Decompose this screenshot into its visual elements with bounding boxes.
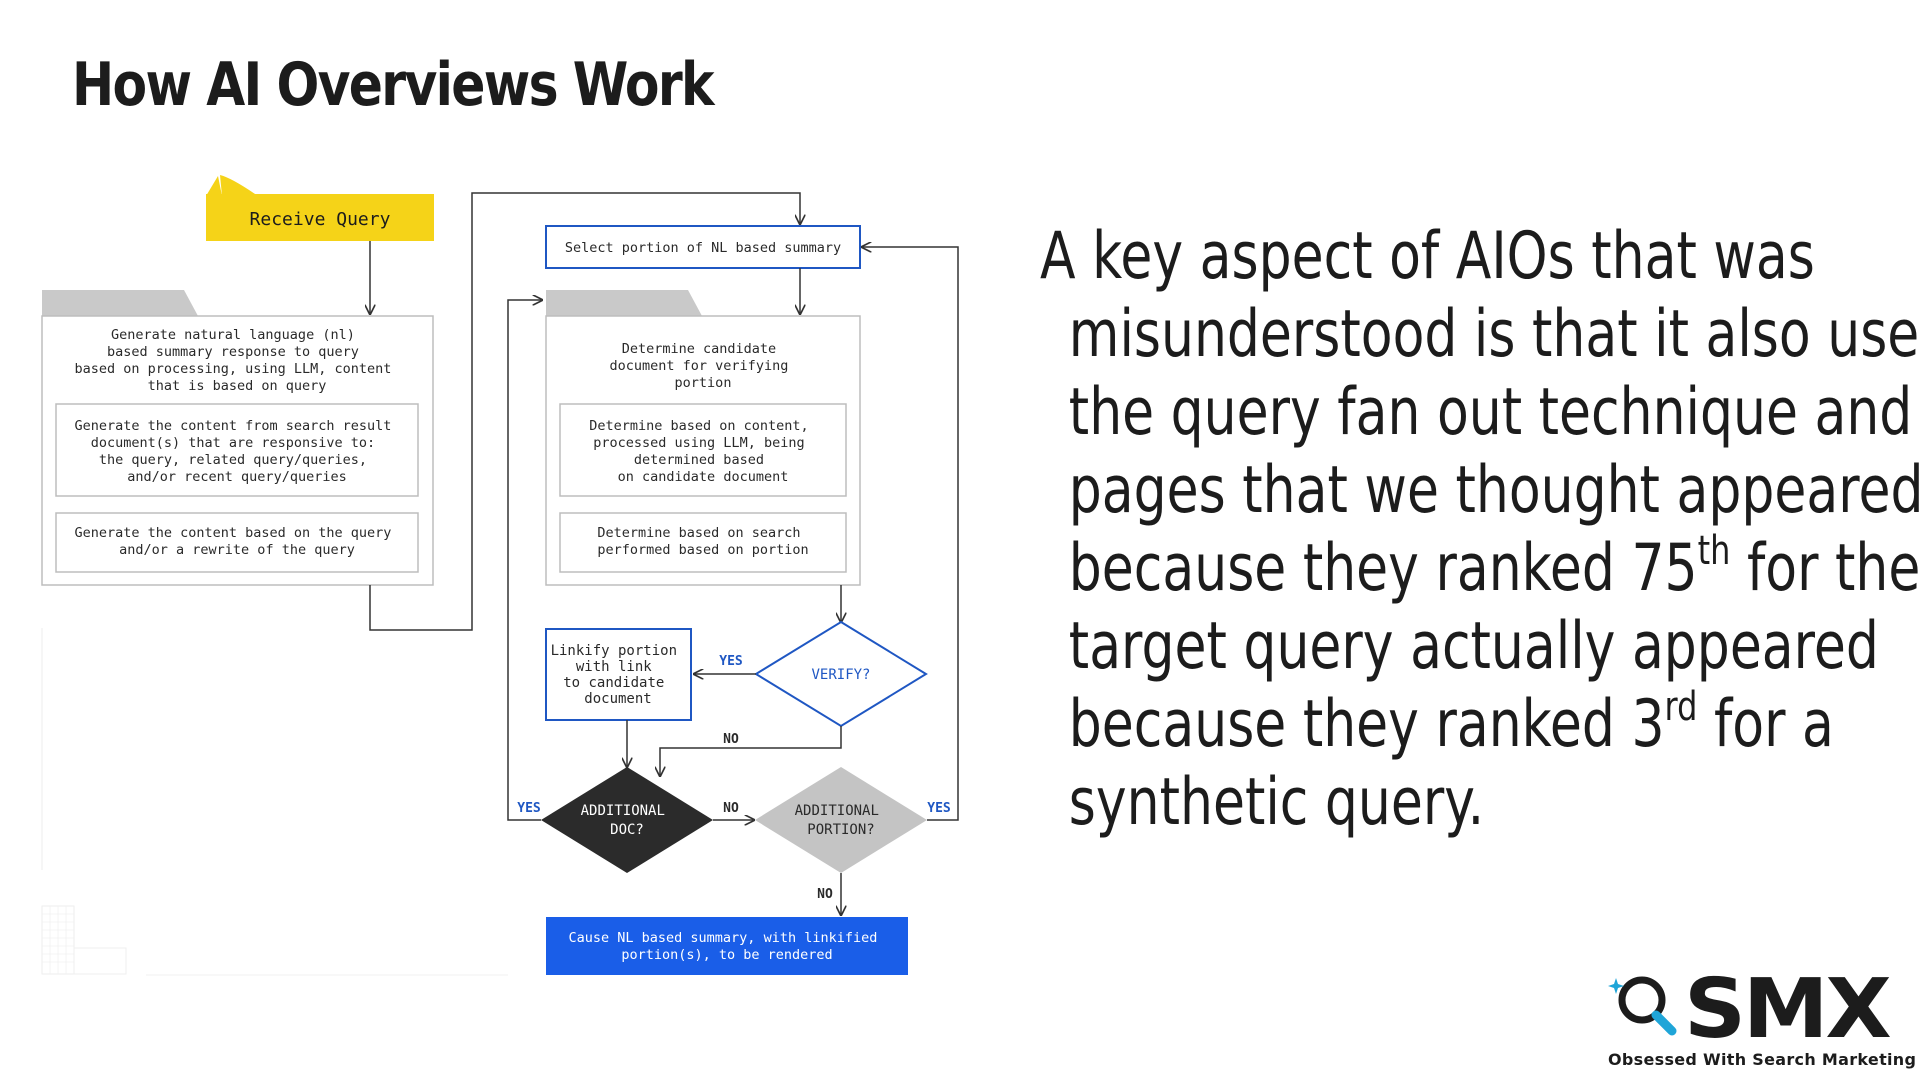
body-text-segment: for the <box>1730 531 1920 606</box>
render-summary-node: Cause NL based summary, with linkified p… <box>546 917 908 975</box>
svg-text:Linkify portion with lin: Linkify portion with link to candidate d… <box>551 643 686 707</box>
right-box-line: Determine candidate <box>622 341 776 357</box>
body-text-segment: because they ranked 75 <box>1068 531 1698 606</box>
body-line: the query fan out technique and <box>1068 375 1913 450</box>
logo-wordmark: SMX <box>1684 962 1892 1057</box>
verify-no-label: NO <box>723 732 739 747</box>
body-paragraph: A key aspect of AIOs that was misunderst… <box>1040 218 1920 842</box>
right-sub1-line: determined based <box>634 452 764 468</box>
svg-text:ADDITIONAL DOC?: ADDITIONAL DOC? <box>581 803 674 838</box>
left-box-line: based on processing, using LLM, content <box>74 361 391 377</box>
additional-doc-yes-label: YES <box>517 801 541 816</box>
right-sub2-line: Determine based on search <box>597 525 800 541</box>
select-portion-label: Select portion of NL based summary <box>565 240 841 256</box>
body-line: pages that we thought appeared <box>1068 453 1920 528</box>
left-sub1-line: and/or recent query/queries <box>127 469 346 485</box>
svg-text:Generate the content from sear: Generate the content from search result … <box>74 418 399 485</box>
receive-query-node: Receive Query <box>206 175 434 241</box>
additional-doc-decision: ADDITIONAL DOC? <box>541 767 713 873</box>
generate-summary-node: Generate natural language (nl) based sum… <box>41 290 434 586</box>
svg-text:ADDITIONAL PORTION?: ADDITIONAL PORTION? <box>795 803 888 838</box>
body-line: target query actually appeared <box>1068 609 1879 684</box>
linkify-node: Linkify portion with link to candidate d… <box>545 628 692 721</box>
left-box-line: Generate natural language (nl) <box>111 327 355 343</box>
svg-text:Determine based on search: Determine based on search performed base… <box>597 525 808 558</box>
flowchart-diagram: Receive Query Generate natural language … <box>41 175 959 976</box>
svg-text:Generate natural language (nl): Generate natural language (nl) based sum… <box>74 327 399 394</box>
additional-doc-line: ADDITIONAL <box>581 803 665 819</box>
additional-portion-decision: ADDITIONAL PORTION? <box>755 767 927 873</box>
left-sub1-line: document(s) that are responsive to: <box>91 435 375 451</box>
linkify-line: with link <box>576 659 652 675</box>
svg-text:Generate the content based on: Generate the content based on the query … <box>74 525 399 558</box>
right-box-line: document for verifying <box>610 358 789 374</box>
svg-text:Determine based on content,: Determine based on content, processed us… <box>589 418 817 485</box>
final-box-line: Cause NL based summary, with linkified <box>569 930 878 946</box>
svg-text:Cause NL based summary, with l: Cause NL based summary, with linkified p… <box>569 930 886 963</box>
smx-logo: SMX Obsessed With Search Marketing <box>1606 962 1917 1070</box>
determine-candidate-node: Determine candidate document for verifyi… <box>545 290 861 586</box>
additional-portion-yes-label: YES <box>927 801 951 816</box>
linkify-line: document <box>584 691 651 707</box>
verify-label: VERIFY? <box>811 667 870 683</box>
body-text-segment: because they ranked 3 <box>1068 687 1665 762</box>
left-box-line: based summary response to query <box>107 344 359 360</box>
final-box-line: portion(s), to be rendered <box>621 947 832 963</box>
additional-doc-line: DOC? <box>610 822 644 838</box>
additional-portion-line: PORTION? <box>807 822 874 838</box>
verify-yes-label: YES <box>719 654 743 669</box>
left-sub2-line: and/or a rewrite of the query <box>119 542 355 558</box>
right-sub1-line: on candidate document <box>618 469 789 485</box>
right-box-line: portion <box>675 375 732 391</box>
additional-portion-no-label: NO <box>817 887 833 902</box>
left-sub1-line: Generate the content from search result <box>74 418 391 434</box>
svg-text:Determine candidate docu: Determine candidate document for verifyi… <box>610 341 797 391</box>
body-line: because they ranked 75th for the <box>1040 528 1920 608</box>
body-line: A key aspect of AIOs that was <box>1040 219 1815 294</box>
left-sub1-line: the query, related query/queries, <box>99 452 367 468</box>
right-sub1-line: processed using LLM, being <box>593 435 804 451</box>
body-line: because they ranked 3rd for a <box>1040 684 1834 764</box>
linkify-line: Linkify portion <box>551 643 677 659</box>
left-sub2-line: Generate the content based on the query <box>74 525 391 541</box>
additional-portion-line: ADDITIONAL <box>795 803 879 819</box>
receive-query-label: Receive Query <box>250 209 391 230</box>
select-portion-node: Select portion of NL based summary <box>545 225 861 269</box>
decorative-artifacts <box>41 628 508 976</box>
body-line: synthetic query. <box>1068 765 1485 840</box>
page-title: How AI Overviews Work <box>72 50 715 120</box>
right-sub2-line: performed based on portion <box>597 542 808 558</box>
ordinal-suffix: rd <box>1664 684 1698 730</box>
additional-doc-no-label: NO <box>723 801 739 816</box>
body-text-segment: for a <box>1697 687 1834 762</box>
verify-decision: VERIFY? <box>754 620 928 728</box>
logo-tagline: Obsessed With Search Marketing <box>1608 1050 1917 1069</box>
left-box-line: that is based on query <box>148 378 327 394</box>
right-sub1-line: Determine based on content, <box>589 418 808 434</box>
linkify-line: to candidate <box>563 675 664 691</box>
magnifier-sparkle-icon <box>1608 976 1677 1036</box>
body-line: misunderstood is that it also uses <box>1068 297 1920 372</box>
ordinal-suffix: th <box>1697 528 1731 574</box>
